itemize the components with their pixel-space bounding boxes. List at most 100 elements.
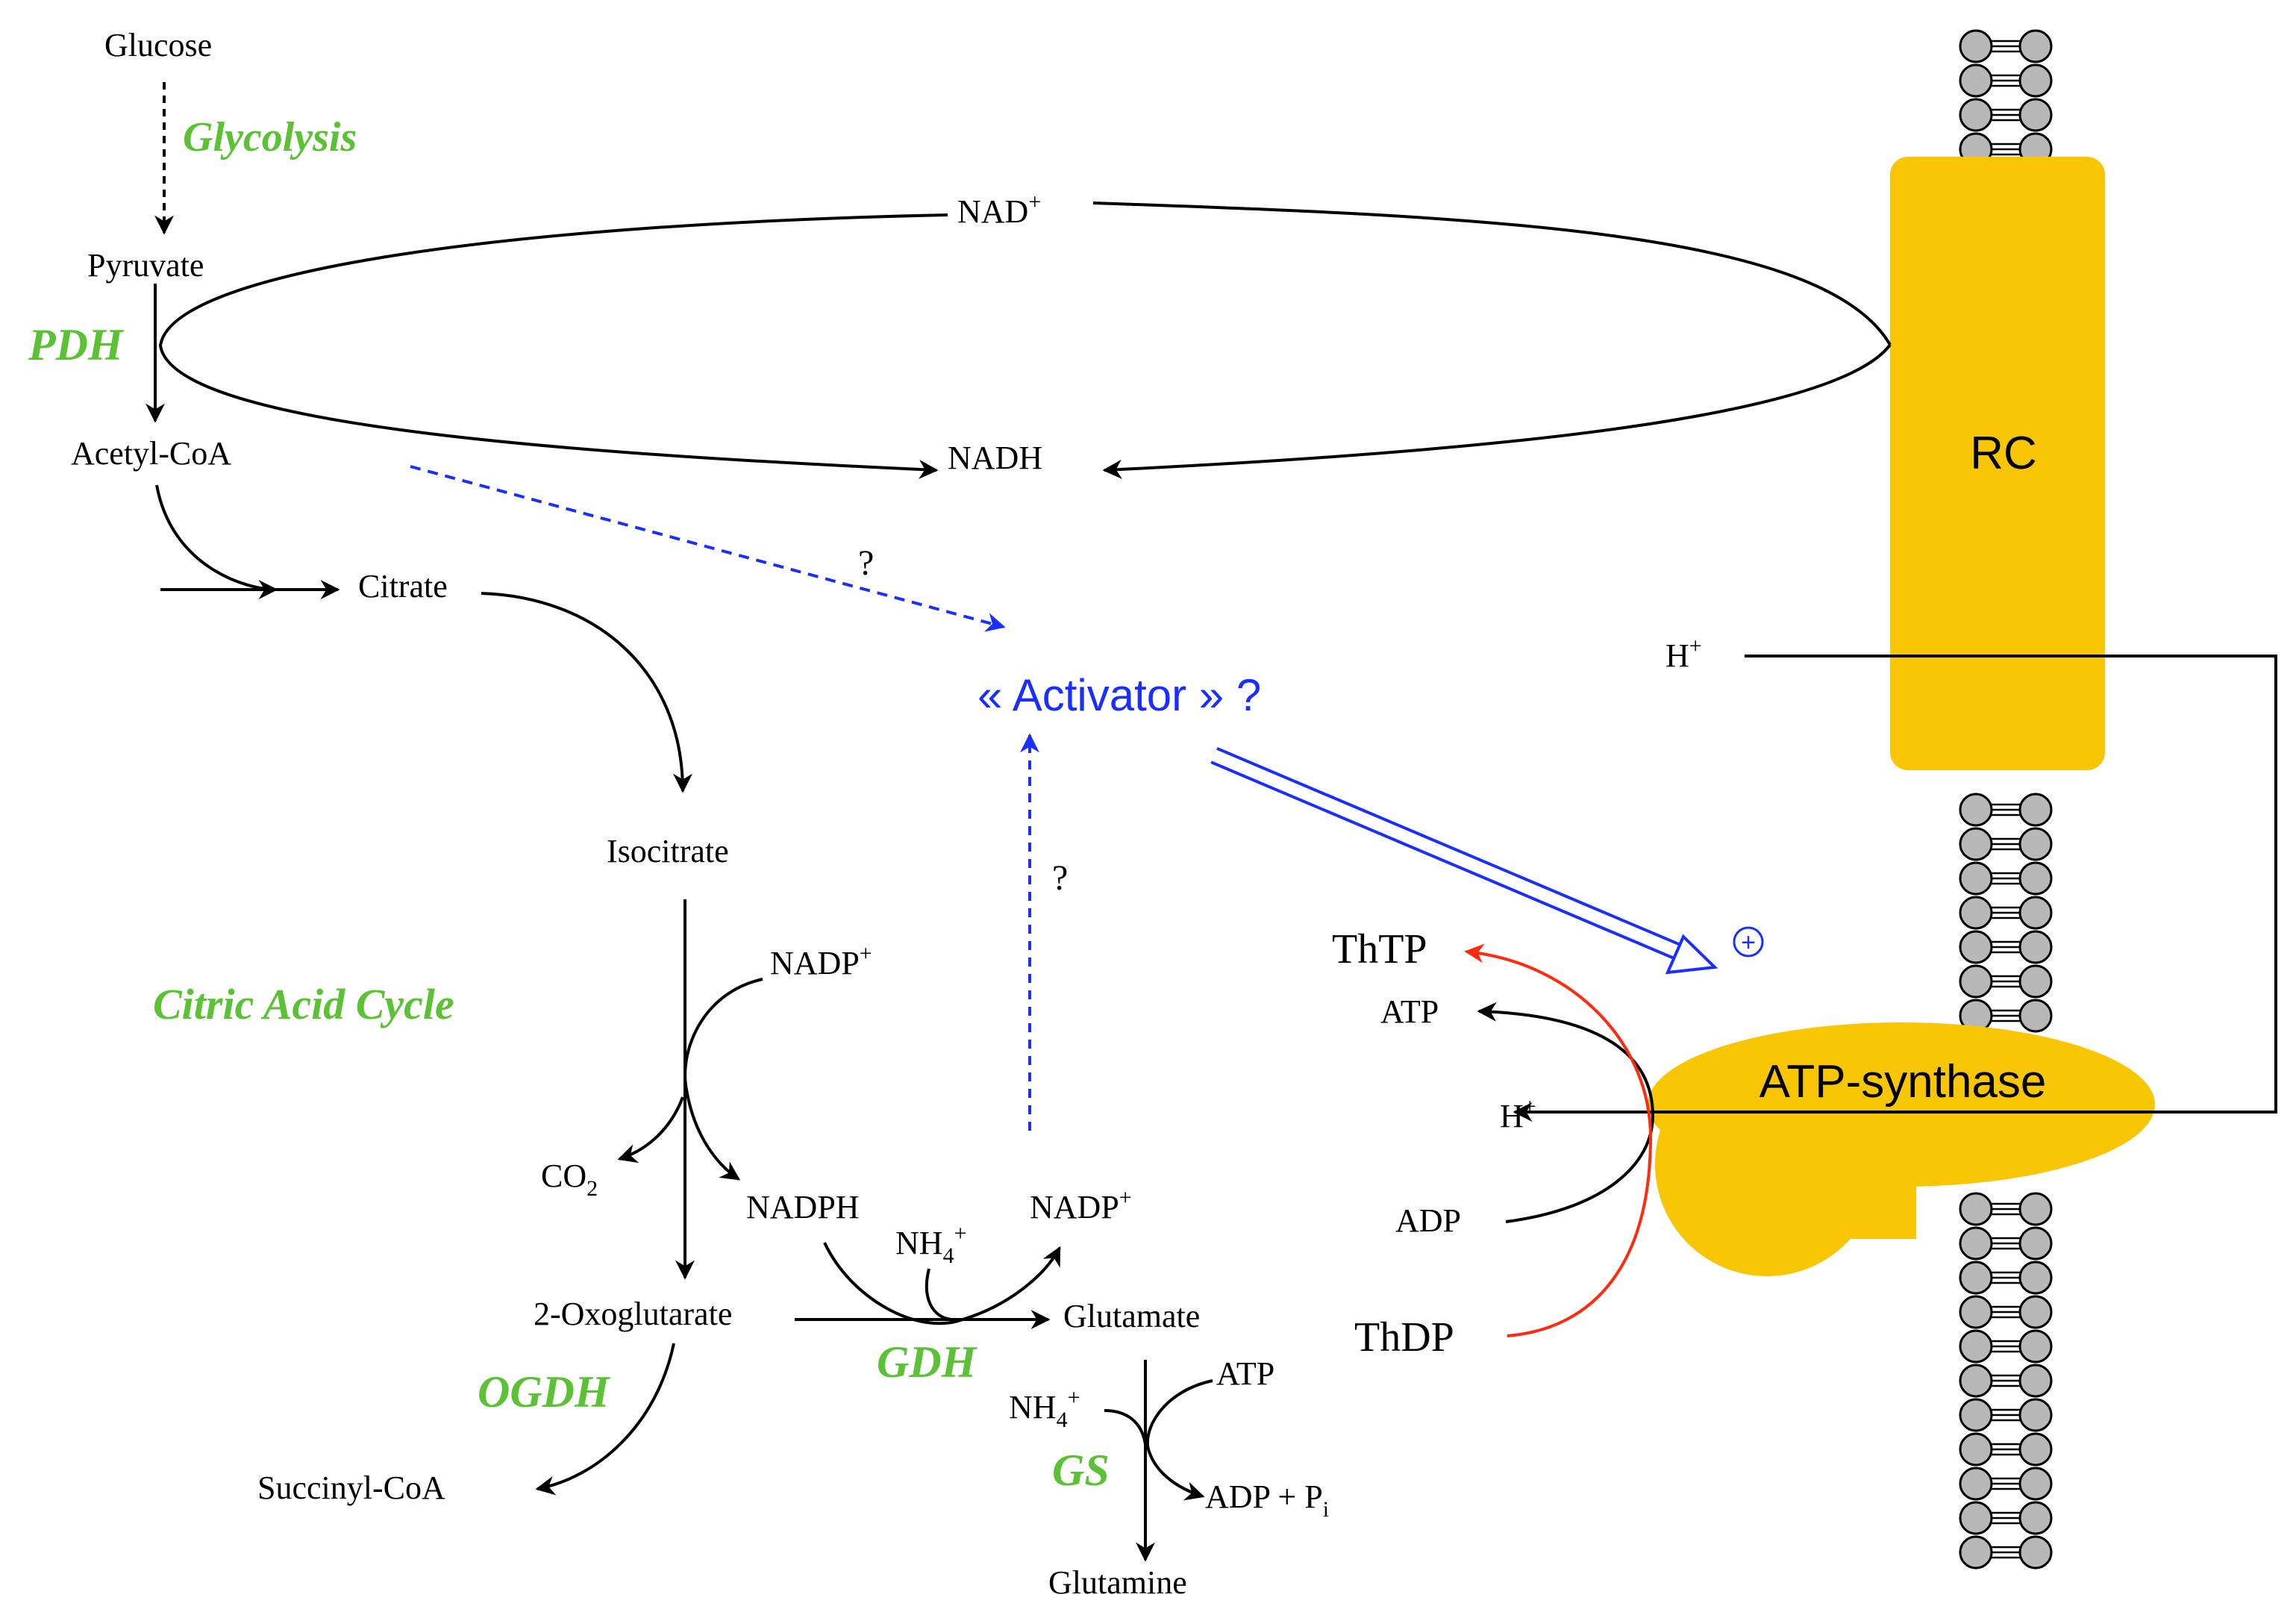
lipid-head [2018, 1432, 2053, 1467]
adp-pi-label: ADP + Pi [1205, 1478, 1329, 1522]
nad-to-pdh-curve [158, 213, 948, 479]
glutamine-label: Glutamine [1048, 1564, 1187, 1601]
lipid-head [1959, 1398, 1993, 1432]
lipid-head [2018, 896, 2053, 930]
lipid-head [2018, 964, 2053, 999]
lipid-head [2018, 861, 2053, 896]
ogdh-label: OGDH [478, 1367, 611, 1417]
lipid-head [2018, 1295, 2053, 1329]
atp-gs-label: ATP [1216, 1355, 1274, 1392]
lipid-head [1959, 63, 1993, 98]
oxoglutarate-label: 2-Oxoglutarate [534, 1296, 732, 1332]
lipid-head [2018, 98, 2053, 132]
nh4-gs-curve [1104, 1409, 1147, 1445]
atp-synthase-complex [1648, 1022, 2155, 1276]
lipid-head [2018, 1329, 2053, 1364]
citric-acid-cycle-label: Citric Acid Cycle [153, 980, 454, 1028]
thtp-label: ThTP [1332, 926, 1427, 972]
h-plus-left-label: H+ [1500, 1094, 1536, 1134]
nadp-to-nadph-curve [684, 978, 763, 1181]
lipid-head [2018, 1226, 2053, 1261]
lipid-head [1959, 861, 1993, 896]
oxoglutarate-to-succinylcoa-curve [535, 1343, 675, 1496]
lipid-head [1959, 896, 1993, 930]
pyruvate-label: Pyruvate [87, 247, 204, 284]
thdp-label: ThDP [1354, 1314, 1454, 1361]
lipid-bilayer [1959, 29, 2053, 1570]
rc-to-nadh-arrow [1102, 343, 1892, 479]
lipid-head [2018, 1535, 2053, 1570]
atp-label: ATP [1380, 993, 1439, 1030]
activator-label: « Activator » ? [977, 670, 1261, 720]
h-plus-top-label: H+ [1665, 634, 1702, 674]
plus-sign: + [1741, 928, 1756, 957]
isocitrate-label: Isocitrate [607, 833, 729, 869]
lipid-head [1959, 793, 1993, 827]
lipid-head [1959, 1432, 1993, 1467]
glucose-label: Glucose [104, 27, 212, 63]
lipid-head [1959, 1501, 1993, 1535]
lipid-head [1959, 1226, 1993, 1261]
respiratory-complex-rc [1890, 157, 2105, 770]
lipid-head [2018, 63, 2053, 98]
rc-label: RC [1970, 428, 2037, 479]
proton-gradient-path [1513, 655, 2277, 1122]
lipid-head [1959, 1535, 1993, 1570]
nadph-to-nadp-curve [823, 1242, 1061, 1325]
nadp-plus-label-2: NADP+ [1030, 1185, 1132, 1225]
nadp-plus-label-1: NADP+ [770, 941, 872, 981]
lipid-head [2018, 29, 2053, 63]
lipid-head [1959, 930, 1993, 964]
nad-oxidation-arrow [1092, 202, 1892, 346]
lipid-head [2018, 930, 2053, 964]
lipid-head [1959, 1261, 1993, 1295]
plus-circle-icon [1733, 926, 1764, 958]
lipid-head [1959, 964, 1993, 999]
lipid-head [2018, 999, 2053, 1033]
lipid-head [2018, 1467, 2053, 1501]
lipid-head [1959, 1192, 1993, 1226]
question-mark-top: ? [858, 543, 874, 583]
nadph-label: NADPH [746, 1189, 860, 1225]
activator-stimulation-arrow [1210, 746, 1718, 975]
question-mark-bottom: ? [1052, 858, 1068, 898]
acetyl-coa-label: Acetyl-CoA [71, 435, 231, 472]
lipid-head [1959, 98, 1993, 132]
lipid-head [2018, 1261, 2053, 1295]
nad-plus-label: NAD+ [957, 190, 1041, 230]
atp-synthase-label: ATP-synthase [1759, 1056, 2047, 1108]
lipid-head [2018, 1192, 2053, 1226]
acetylcoa-to-activator-dashed [410, 465, 1006, 632]
atp-to-adp-curve [1145, 1379, 1213, 1501]
gs-label: GS [1052, 1446, 1110, 1495]
lipid-head [2018, 1364, 2053, 1398]
pdh-label: PDH [28, 320, 125, 369]
gdh-label: GDH [877, 1337, 978, 1387]
lipid-head [1959, 1295, 1993, 1329]
lipid-head [2018, 793, 2053, 827]
lipid-head [1959, 1467, 1993, 1501]
thdp-to-thtp-curve [1464, 943, 1653, 1337]
citrate-to-isocitrate-curve [481, 592, 692, 793]
succinyl-coa-label: Succinyl-CoA [257, 1470, 445, 1506]
lipid-head [2018, 827, 2053, 861]
lipid-head [2018, 1501, 2053, 1535]
nh4-label-gs: NH4+ [1009, 1385, 1080, 1432]
lipid-head [1959, 1329, 1993, 1364]
lipid-head [1959, 827, 1993, 861]
co2-release-curve [617, 1096, 684, 1164]
adp-label: ADP [1395, 1202, 1461, 1239]
adp-to-atp-curve [1477, 1002, 1655, 1223]
glycolysis-label: Glycolysis [183, 114, 357, 160]
lipid-head [1959, 29, 1993, 63]
co2-label: CO2 [541, 1158, 598, 1201]
nh4-uptake-curve [925, 1268, 952, 1321]
nh4-label-gdh: NH4+ [895, 1221, 966, 1268]
lipid-head [2018, 1398, 2053, 1432]
lipid-head [1959, 1364, 1993, 1398]
nadh-label: NADH [948, 440, 1042, 476]
citrate-label: Citrate [358, 568, 448, 605]
acetylcoa-to-citrate-curve [155, 484, 278, 599]
